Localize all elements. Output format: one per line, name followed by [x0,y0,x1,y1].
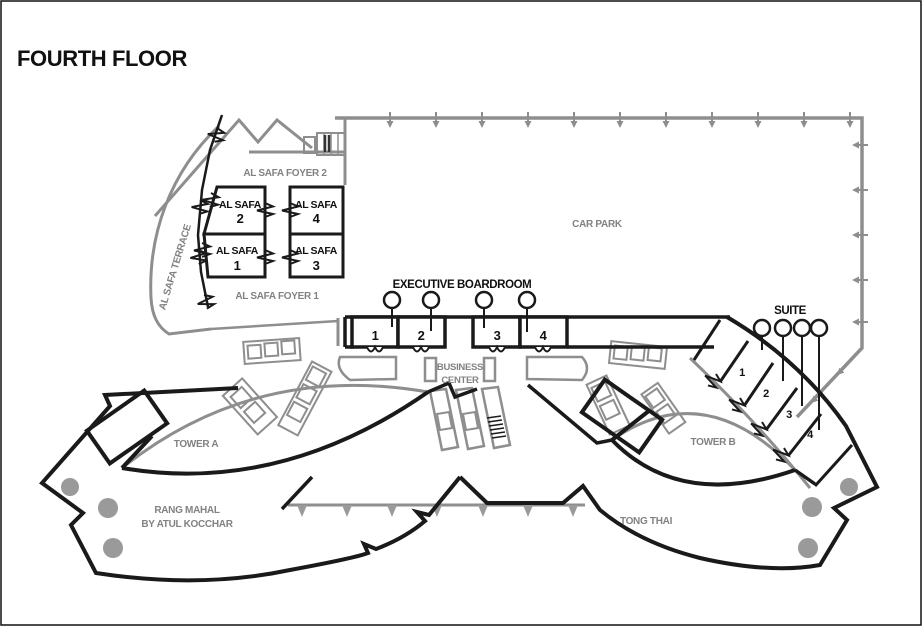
svg-text:AL SAFA: AL SAFA [295,199,338,211]
tong-thai-outline [458,315,880,571]
svg-text:1: 1 [739,367,745,379]
boardroom-numbers: 1 2 3 4 [372,328,548,343]
suite-rooms [692,319,854,488]
lobby-sofas [337,355,589,383]
svg-text:BY ATUL KOCCHAR: BY ATUL KOCCHAR [141,519,233,530]
svg-text:4: 4 [807,429,814,441]
svg-text:3: 3 [313,258,320,273]
tong-thai-label: TONG THAI [620,516,673,527]
tower-a-lens [84,380,478,511]
tower-b-lens [526,376,817,487]
svg-text:4: 4 [540,328,548,343]
al-safa-foyer-2-label: AL SAFA FOYER 2 [243,168,327,179]
svg-text:3: 3 [494,328,501,343]
car-park-label: CAR PARK [572,219,623,230]
callout-pin-icons [382,290,537,310]
tower-a-benches [221,337,333,437]
lift-stair-core [428,385,512,452]
stairs-icon [486,415,507,439]
tower-b-upper-arc [611,412,797,472]
room-al-safa-4 [288,185,345,236]
suite-numbers: 1 2 3 4 [739,367,814,441]
al-safa-terrace-arc [149,124,340,346]
room-suite-1 [692,319,722,361]
roof-terrace-edge [153,117,346,217]
business-center-label: BUSINESS CENTER [437,362,483,386]
page-title: FOURTH FLOOR [17,46,187,71]
room-boardroom-3 [471,315,522,349]
svg-text:BUSINESS: BUSINESS [437,362,483,373]
tower-a-label: TOWER A [174,439,219,450]
svg-text:CENTER: CENTER [441,375,479,386]
svg-text:4: 4 [313,211,321,226]
al-safa-foyer-1-label: AL SAFA FOYER 1 [235,291,319,302]
svg-text:RANG MAHAL: RANG MAHAL [154,505,220,516]
boardroom-callout-pins [382,290,537,332]
room-al-safa-1 [202,232,267,279]
tower-a-upper-arc [121,383,429,470]
svg-text:2: 2 [763,388,769,400]
svg-text:AL SAFA: AL SAFA [295,245,338,257]
business-center-desk [482,356,497,383]
tower-a-core-notch [84,387,170,467]
tower-b-label: TOWER B [691,437,736,448]
svg-text:1: 1 [234,258,241,273]
structural-columns [61,478,858,558]
al-safa-room-labels: AL SAFA 2 AL SAFA 1 AL SAFA 4 AL SAFA 3 [216,199,338,273]
suite-label: SUITE [774,305,807,317]
svg-text:2: 2 [418,328,425,343]
svg-text:1: 1 [372,328,379,343]
svg-text:AL SAFA: AL SAFA [216,245,259,257]
executive-boardroom-label: EXECUTIVE BOARDROOM [393,279,532,291]
svg-text:AL SAFA: AL SAFA [219,199,262,211]
svg-text:2: 2 [237,211,244,226]
callout-pin-icons [752,318,829,338]
rang-mahal-outline [39,386,462,583]
tower-b-core-notch [579,376,665,456]
rang-mahal-label: RANG MAHAL BY ATUL KOCCHAR [141,505,234,530]
business-center-desk [423,356,438,383]
al-safa-operable-wall [189,114,226,312]
suite-callout-pins [752,318,829,430]
svg-text:3: 3 [786,409,792,421]
